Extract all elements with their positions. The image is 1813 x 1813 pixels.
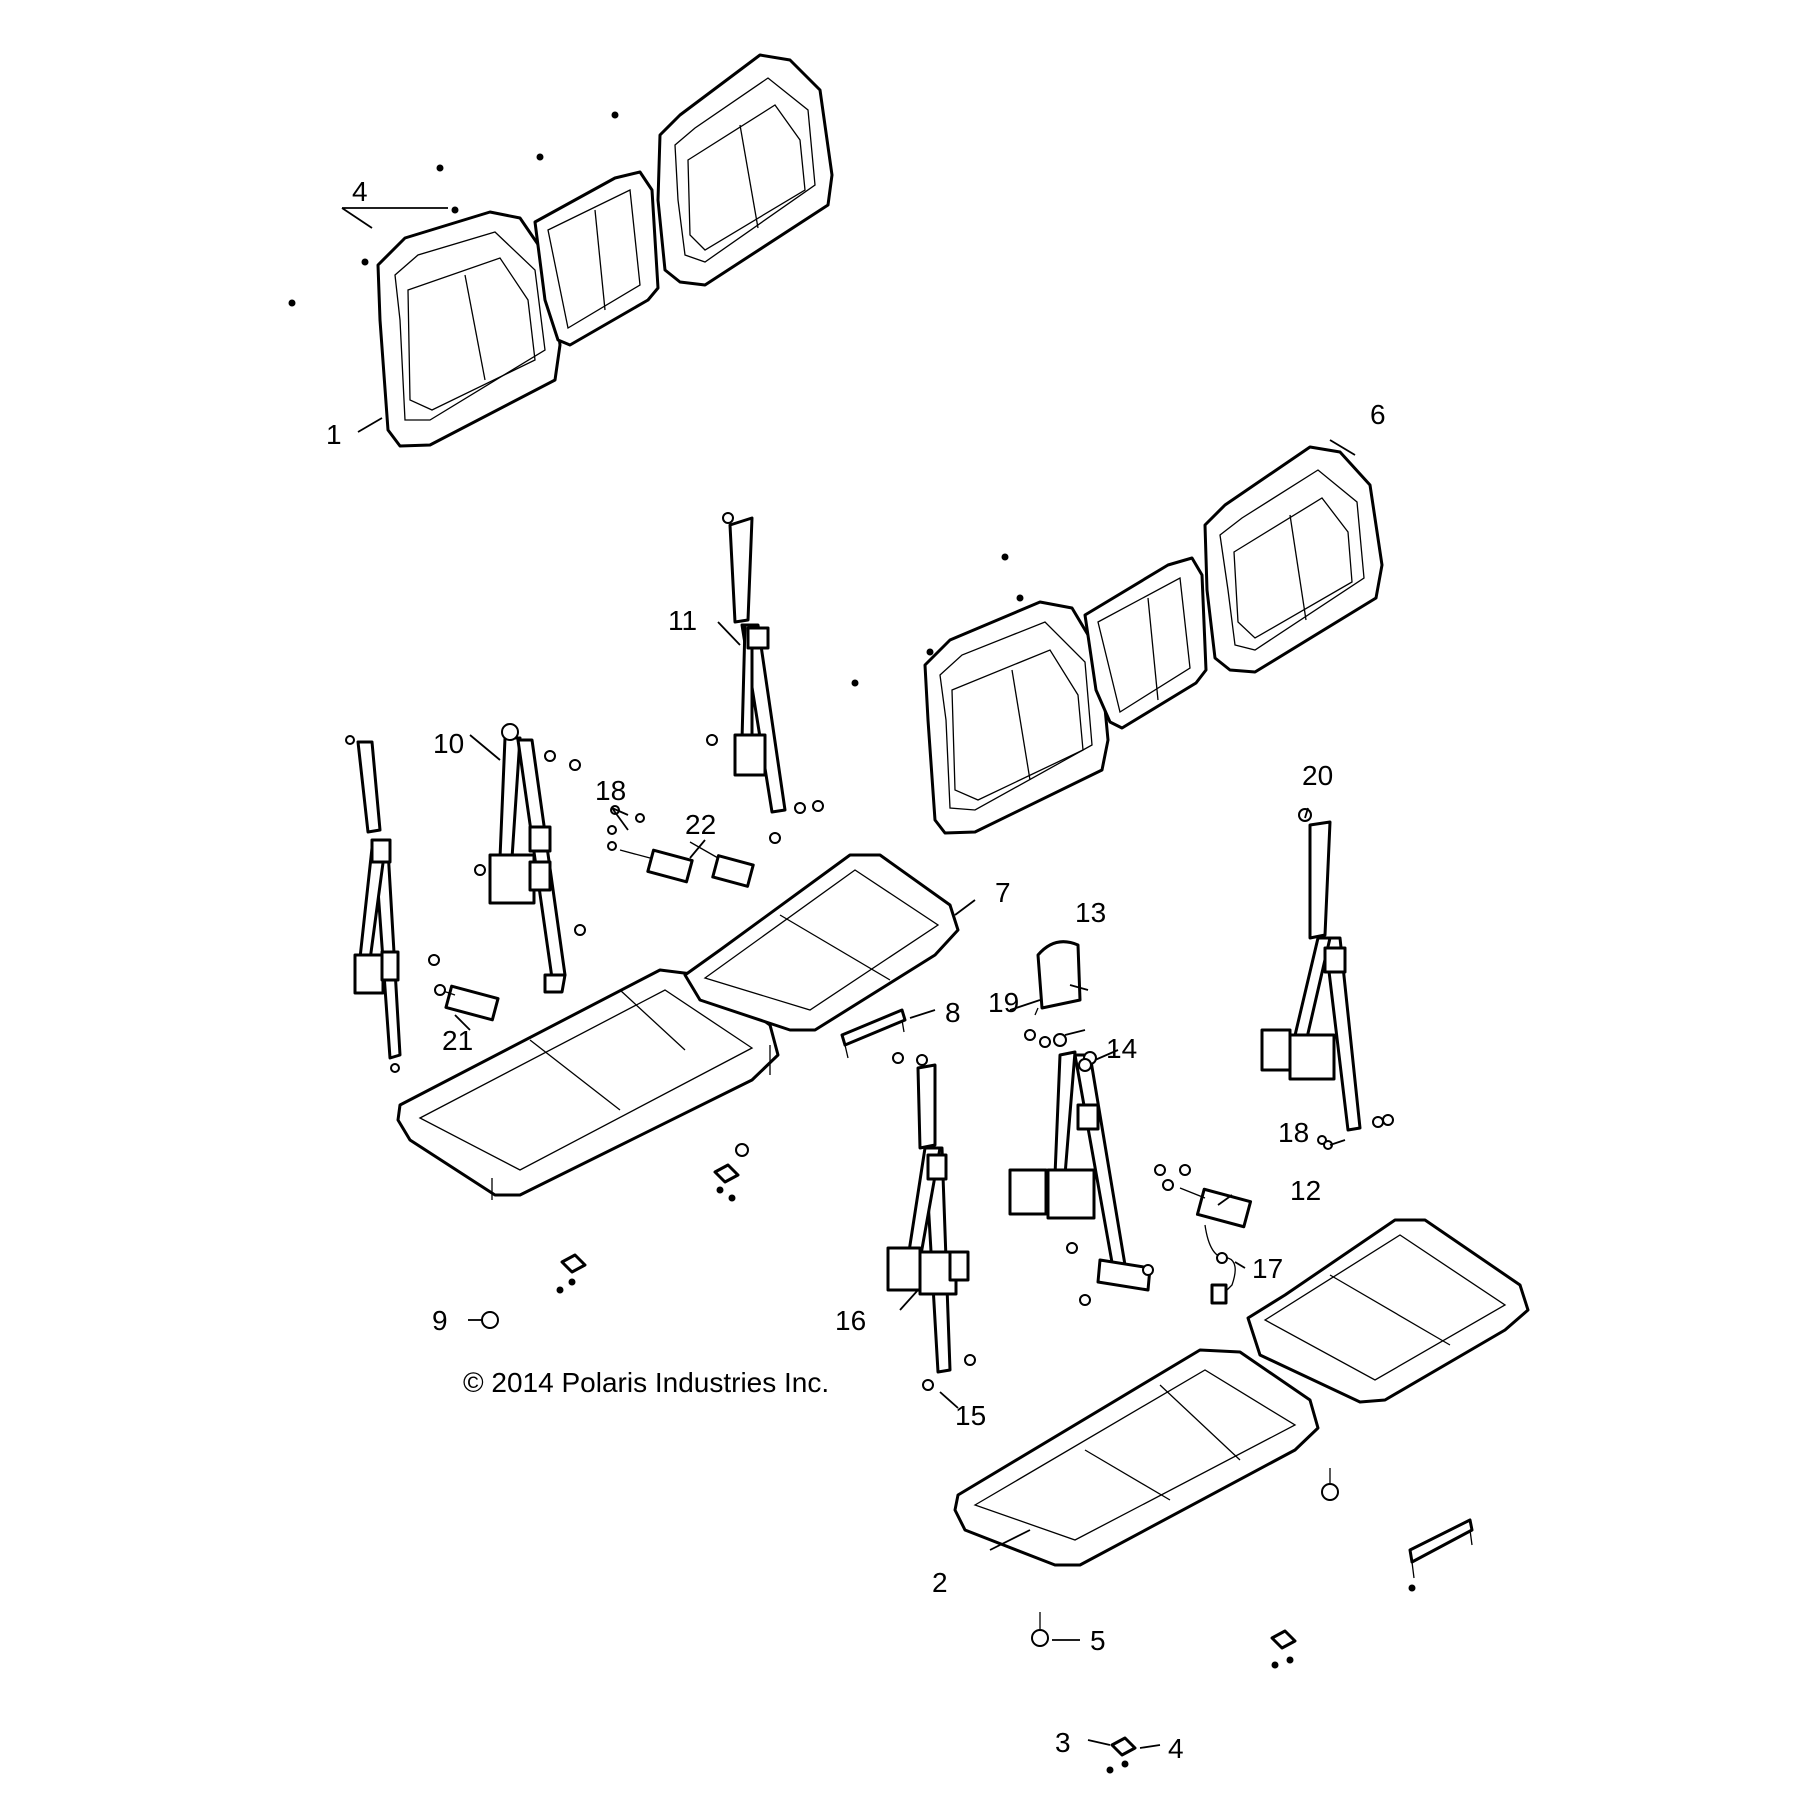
cover-13 (1034, 940, 1082, 1016)
buckle-12 (1154, 1164, 1253, 1229)
harness-17 (1204, 1224, 1236, 1305)
seat-belt-far-left (345, 735, 402, 1073)
bracket-8 (840, 1008, 907, 1059)
callout-13: 13 (1075, 897, 1106, 928)
seat-belt-14 (1008, 1033, 1154, 1306)
callout-6: 6 (1370, 399, 1386, 430)
callout-15: 15 (955, 1400, 986, 1431)
seat-belt-retractor-10 (474, 723, 586, 994)
callout-16: 16 (835, 1305, 866, 1336)
callout-1: 1 (326, 419, 342, 450)
callout-19: 19 (988, 987, 1019, 1018)
callout-17: 17 (1252, 1253, 1283, 1284)
callout-20: 20 (1302, 760, 1333, 791)
copyright-notice: © 2014 Polaris Industries Inc. (463, 1367, 829, 1398)
callout-8: 8 (945, 997, 961, 1028)
callout-11: 11 (668, 605, 697, 636)
front-seat-back-assembly (851, 445, 1384, 835)
leader-lines (341, 207, 1356, 1749)
rear-seat-back-assembly (288, 53, 834, 448)
seat-back-center (533, 170, 660, 347)
front-seat-bottom-left (953, 1348, 1320, 1567)
front-seat-back-center (1083, 556, 1208, 730)
callout-21: 21 (442, 1025, 473, 1056)
bracket-front (1408, 1518, 1474, 1579)
callout-22: 22 (685, 809, 716, 840)
callout-12: 12 (1290, 1175, 1321, 1206)
callout-4-top: 4 (352, 176, 368, 207)
seat-back-right (656, 53, 834, 287)
push-pins-5 (491, 1045, 1339, 1647)
callout-2: 2 (932, 1567, 948, 1598)
front-seat-bottom-right (1246, 1218, 1530, 1404)
callout-3: 3 (1055, 1727, 1071, 1758)
seat-back-left (376, 210, 562, 448)
callout-18-left: 18 (595, 775, 626, 806)
seat-belt-20 (1260, 808, 1384, 1145)
callout-10: 10 (433, 728, 464, 759)
buckles-22 (607, 805, 755, 888)
callout-18-right: 18 (1278, 1117, 1309, 1148)
front-seat-back-left (923, 600, 1110, 835)
buckle-21 (428, 954, 500, 1022)
clips-3 (556, 1163, 1416, 1774)
callout-4-bottom: 4 (1168, 1733, 1184, 1764)
seat-belt-15-16 (886, 1052, 976, 1391)
misc-hardware (1024, 1029, 1394, 1150)
rear-seat-bottom-right (683, 853, 960, 1032)
seat-back-screws (288, 111, 619, 307)
front-seat-back-right (1203, 445, 1384, 674)
callout-7: 7 (995, 877, 1011, 908)
callouts: 1 4 6 11 10 18 22 7 13 19 8 14 21 20 18 … (326, 176, 1386, 1764)
callout-9: 9 (432, 1305, 448, 1336)
front-seat-back-screws (851, 553, 1024, 687)
nut-9 (481, 1311, 499, 1329)
callout-14: 14 (1106, 1033, 1137, 1064)
seat-belt-11 (706, 512, 824, 844)
callout-5: 5 (1090, 1625, 1106, 1656)
